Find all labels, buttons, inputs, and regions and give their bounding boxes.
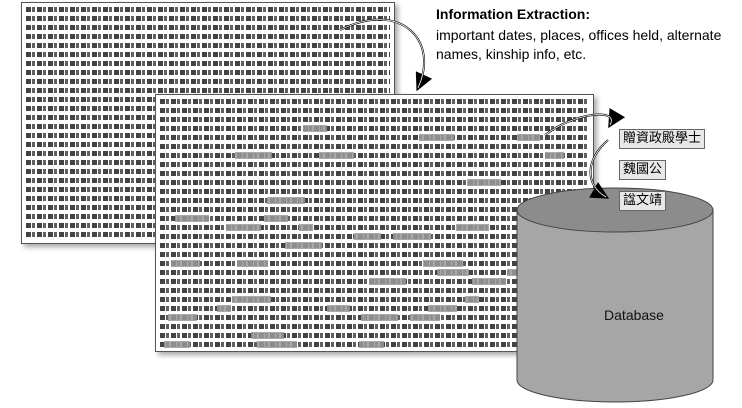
document-text-line — [160, 216, 589, 221]
source-document-front — [155, 94, 594, 352]
arrow-doc-to-doc — [339, 18, 433, 92]
document-text-line — [26, 43, 390, 48]
document-text-line — [160, 198, 589, 203]
highlighted-entity — [303, 125, 327, 132]
document-text-line — [160, 297, 589, 302]
document-text-line — [160, 324, 589, 329]
document-text-line — [160, 207, 589, 212]
highlighted-entity — [237, 260, 268, 267]
highlighted-entity — [235, 152, 272, 159]
information-extraction-title: Information Extraction: — [436, 6, 591, 22]
document-text-line — [26, 52, 390, 57]
document-text-line — [160, 288, 589, 293]
database-label: Database — [604, 307, 664, 323]
document-text-line — [160, 126, 589, 131]
highlighted-entity — [232, 296, 271, 303]
highlighted-entity — [545, 152, 564, 159]
highlighted-entity — [285, 242, 322, 249]
highlighted-entity — [251, 332, 284, 339]
document-text-line — [160, 333, 589, 338]
highlighted-entity — [226, 224, 261, 231]
highlighted-entity — [319, 152, 354, 159]
highlighted-entity — [393, 233, 431, 240]
document-text-line — [160, 99, 589, 104]
highlighted-entity — [354, 233, 381, 240]
database-cylinder — [516, 187, 714, 403]
document-text-line — [26, 88, 390, 93]
highlighted-entity — [327, 305, 350, 312]
highlighted-entity — [164, 341, 190, 348]
highlighted-entity — [369, 278, 406, 285]
document-text-line — [26, 79, 390, 84]
highlighted-entity — [264, 215, 288, 222]
document-text-line — [160, 144, 589, 149]
document-text-line — [160, 306, 589, 311]
highlighted-entity — [168, 314, 197, 321]
document-text-line — [160, 153, 589, 158]
highlighted-entity — [361, 314, 398, 321]
document-text-line — [160, 171, 589, 176]
highlighted-entity — [428, 305, 457, 312]
document-text-line — [26, 25, 390, 30]
document-text-line — [26, 34, 390, 39]
document-text-line — [160, 252, 589, 257]
highlighted-entity — [359, 341, 384, 348]
document-text-line — [26, 7, 390, 12]
highlighted-entity — [437, 269, 469, 276]
highlighted-entity — [175, 215, 209, 222]
highlighted-entity — [517, 134, 540, 141]
document-text-line — [160, 117, 589, 122]
arrow-doc-to-tags — [544, 108, 626, 136]
document-text-line — [160, 225, 589, 230]
document-text-line — [160, 270, 589, 275]
highlighted-entity — [465, 296, 479, 303]
document-text-line — [160, 162, 589, 167]
highlighted-entity — [472, 278, 506, 285]
extracted-tag-3: 諡文靖 — [619, 191, 667, 211]
highlighted-entity — [419, 134, 454, 141]
document-text-line — [160, 261, 589, 266]
document-text-line — [160, 135, 589, 140]
highlighted-entity — [423, 260, 463, 267]
highlighted-entity — [257, 341, 297, 348]
document-text-line — [160, 180, 589, 185]
document-text-line — [160, 108, 589, 113]
document-text-line — [160, 243, 589, 248]
document-text-line — [26, 16, 390, 21]
information-extraction-description: important dates, places, offices held, a… — [436, 27, 722, 62]
highlighted-entity — [267, 197, 305, 204]
document-text-line — [26, 70, 390, 75]
highlighted-entity — [299, 224, 313, 231]
document-text-line — [160, 189, 589, 194]
highlighted-entity — [410, 314, 440, 321]
highlighted-entity — [456, 224, 489, 231]
extracted-tag-1: 贈資政殿學士 — [619, 129, 706, 149]
extracted-tag-2: 魏國公 — [619, 160, 667, 180]
highlighted-entity — [467, 179, 501, 186]
highlighted-entity — [171, 260, 200, 267]
highlighted-entity — [217, 305, 231, 312]
document-text-line — [26, 61, 390, 66]
